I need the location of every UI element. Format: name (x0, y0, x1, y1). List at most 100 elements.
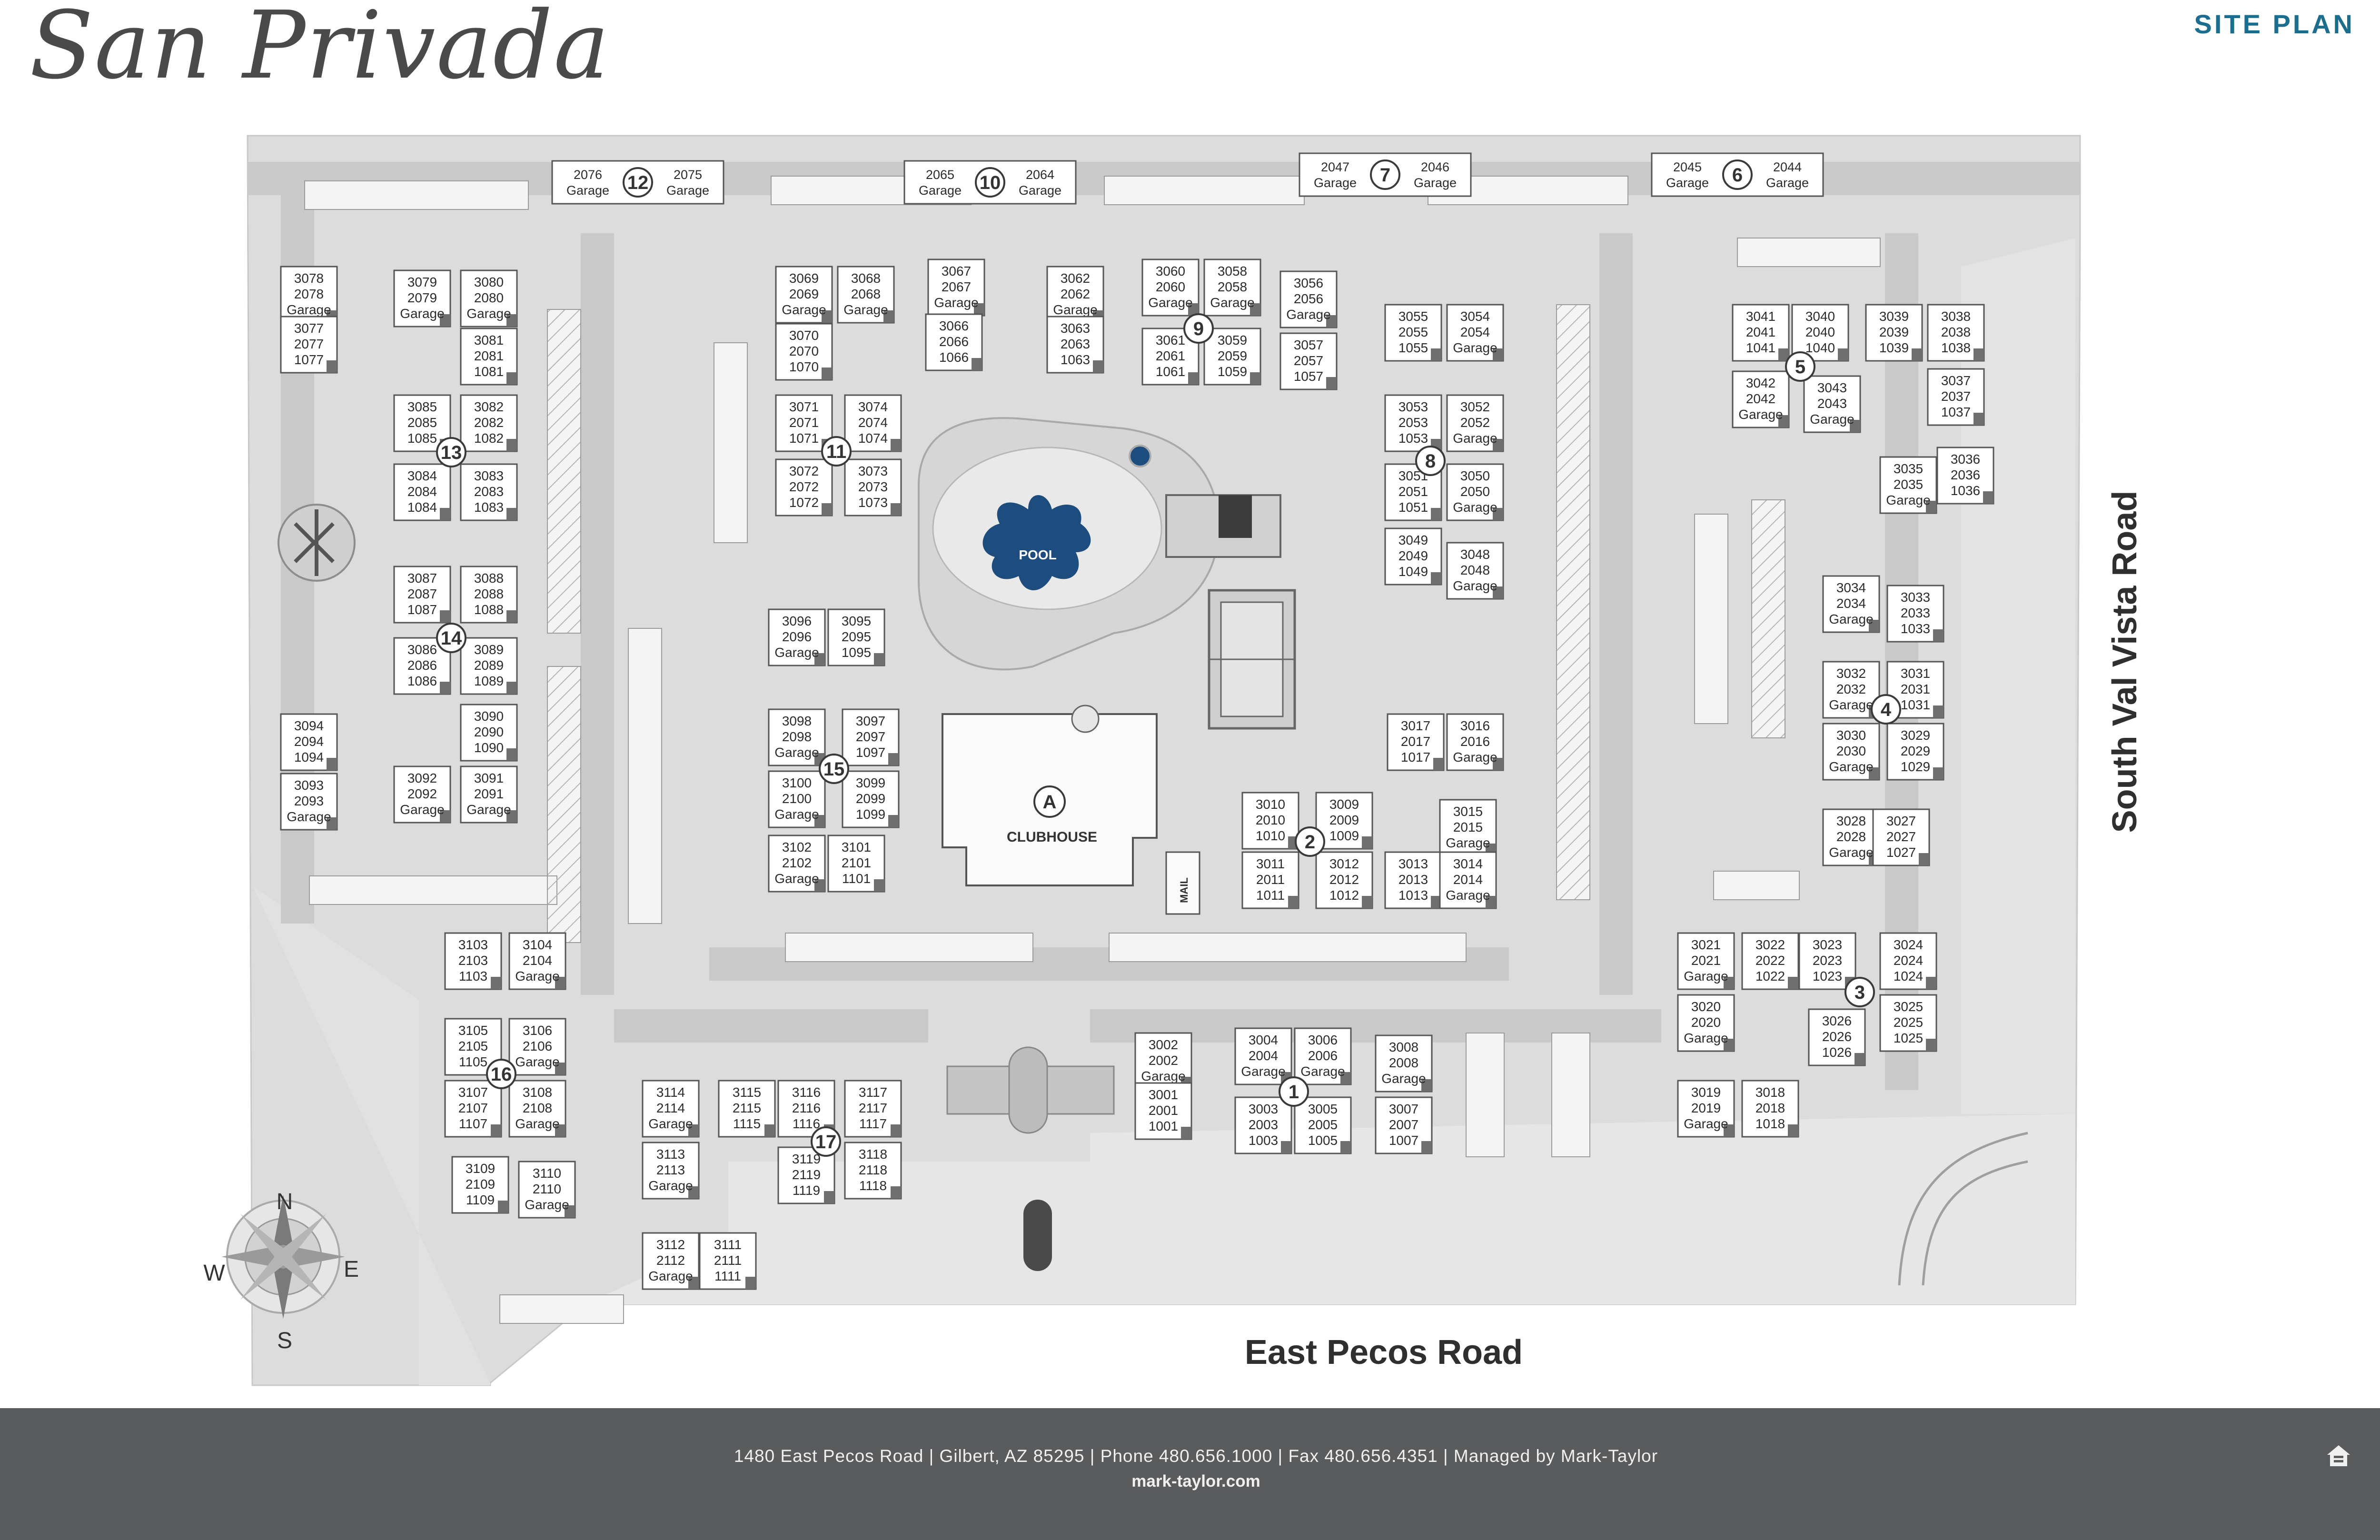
footer-website-link[interactable]: mark-taylor.com (1131, 1472, 1260, 1490)
